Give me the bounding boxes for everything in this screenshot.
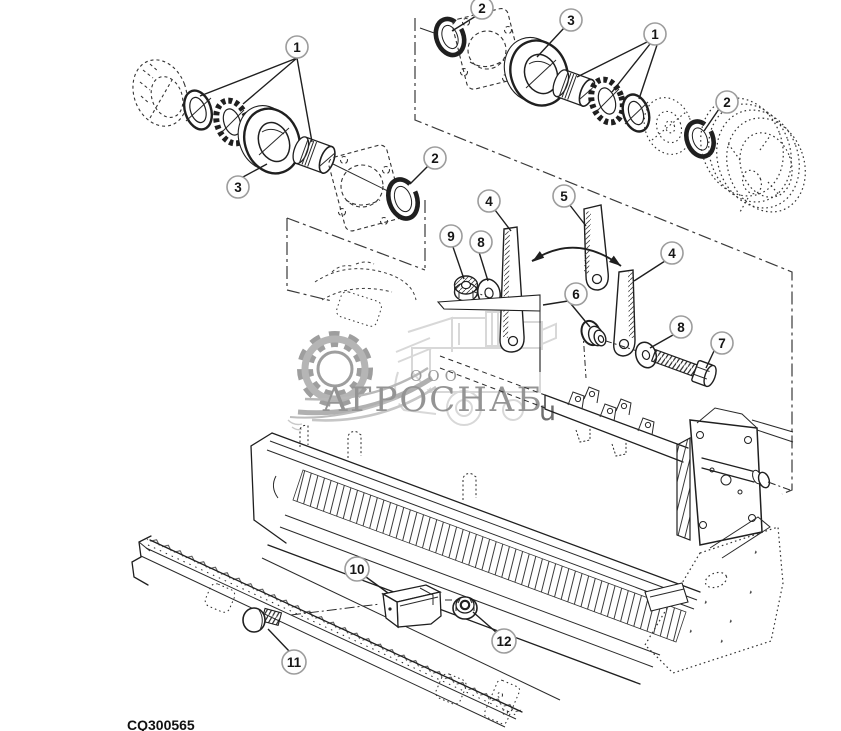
spacer-6 <box>580 319 607 347</box>
hidden-housing-end <box>314 261 417 327</box>
callout-6: 6 <box>564 282 588 306</box>
watermark-company-prefix: ООО <box>410 367 462 385</box>
callout-8-right: 8 <box>669 315 693 339</box>
cutterbar-brackets <box>204 583 521 725</box>
callout-11: 11 <box>281 649 307 675</box>
callout-2-mid: 2 <box>423 146 447 170</box>
callout-10: 10 <box>344 556 370 582</box>
callout-3-right: 3 <box>559 8 583 32</box>
callout-7: 7 <box>710 331 734 355</box>
rotor-tine-band <box>292 469 687 643</box>
cutterbar <box>131 533 523 728</box>
svg-text:3: 3 <box>234 180 242 195</box>
flail-knife-left <box>499 226 525 353</box>
knife-mount-lugs <box>567 386 655 457</box>
stub-shaft <box>701 457 791 491</box>
watermark-company-name: АГРОСНАБ <box>322 380 543 420</box>
callout-2-top: 2 <box>470 0 494 20</box>
snap-ring-right-top <box>433 16 467 58</box>
callout-8-left: 8 <box>469 230 493 254</box>
svg-text:5: 5 <box>560 189 568 204</box>
svg-text:8: 8 <box>677 320 685 335</box>
bearing-left <box>237 105 301 175</box>
callouts: 1 2 3 1 2 2 3 4 5 9 8 4 6 8 7 10 11 12 <box>226 0 739 675</box>
svg-text:8: 8 <box>477 235 485 250</box>
lock-nut-right <box>621 93 651 133</box>
drawing-number: CQ300565 <box>127 717 195 731</box>
housing-trough <box>250 424 784 701</box>
callout-12: 12 <box>491 628 517 654</box>
lock-washer-right <box>588 76 626 126</box>
flail-knife-right <box>613 269 636 357</box>
svg-text:6: 6 <box>572 287 580 302</box>
callout-4-right: 4 <box>660 241 684 265</box>
hanger-tabs <box>299 424 477 500</box>
svg-text:2: 2 <box>723 95 731 110</box>
svg-text:1: 1 <box>293 40 301 55</box>
right-bearing-group <box>419 7 806 213</box>
flange-nut-12 <box>452 596 478 620</box>
phantom-outline <box>286 18 793 495</box>
end-sheet-bracket <box>644 582 689 612</box>
callout-1-left: 1 <box>285 35 309 59</box>
lock-nut-left <box>182 89 214 131</box>
flail-knife-middle <box>583 204 609 291</box>
svg-text:2: 2 <box>431 151 439 166</box>
svg-text:4: 4 <box>485 194 493 209</box>
snap-ring-right-outer <box>684 119 716 159</box>
callout-leaders <box>199 15 720 652</box>
carriage-bolt-11 <box>242 607 283 633</box>
callout-9: 9 <box>439 224 463 248</box>
callout-1-right: 1 <box>643 22 667 46</box>
rotation-arrow-icon <box>531 246 622 267</box>
rotor-shaft-assembly <box>439 355 794 546</box>
watermark: ООО АГРОСНАБ u <box>287 311 557 431</box>
snap-ring-left <box>386 177 420 221</box>
bushing-left <box>292 136 336 174</box>
svg-text:4: 4 <box>668 246 676 261</box>
knife-hardware-group <box>436 204 717 388</box>
svg-text:12: 12 <box>496 634 511 649</box>
hex-nut-9 <box>453 275 479 302</box>
svg-text:3: 3 <box>567 13 575 28</box>
svg-text:1: 1 <box>651 27 659 42</box>
svg-text:2: 2 <box>478 1 486 16</box>
keeper-clip-10 <box>381 584 442 629</box>
bolt-7 <box>650 349 717 388</box>
left-bearing-group <box>132 59 420 232</box>
svg-text:7: 7 <box>718 336 726 351</box>
svg-text:11: 11 <box>287 655 302 670</box>
retainer-cup-hidden <box>132 59 188 127</box>
watermark-extra-letter: u <box>539 396 556 427</box>
svg-text:9: 9 <box>447 229 455 244</box>
housing-end-sheet <box>644 526 784 674</box>
watermark-swoosh-icon <box>289 366 437 422</box>
callout-3-left: 3 <box>226 175 250 199</box>
svg-text:10: 10 <box>349 562 364 577</box>
rotor-end-plate <box>676 407 763 546</box>
callout-5: 5 <box>552 184 576 208</box>
callout-2-right: 2 <box>715 90 739 114</box>
mounting-strap <box>436 294 541 372</box>
callout-4-left: 4 <box>477 189 501 213</box>
